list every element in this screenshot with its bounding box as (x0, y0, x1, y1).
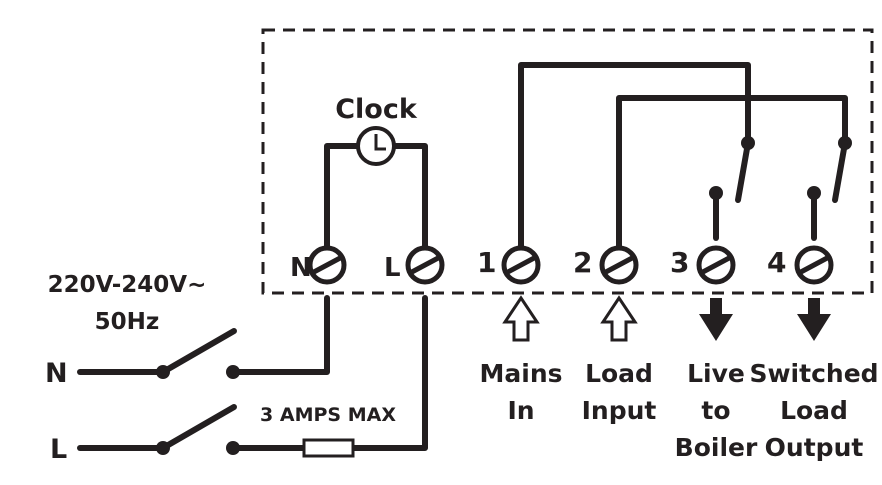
svg-text:to: to (701, 396, 730, 425)
screw-terminal-icon (405, 245, 445, 285)
svg-text:Boiler: Boiler (675, 433, 758, 462)
relay-1-switch (709, 136, 755, 241)
terminal-2-label: 2 (573, 246, 592, 279)
svg-text:Output: Output (765, 433, 864, 462)
arrow-down-icon (699, 298, 733, 341)
terminal-1: 1 (477, 245, 541, 285)
svg-text:Mains: Mains (480, 359, 563, 388)
supply-voltage: 220V-240V~ (48, 272, 207, 298)
terminal-4-label: 4 (767, 246, 786, 279)
terminal-L-label: L (384, 253, 401, 283)
terminal-3: 3 (670, 245, 736, 285)
clock-icon (356, 126, 396, 166)
terminal-2-function: Load Input (582, 359, 657, 425)
fuse-rating-label: 3 AMPS MAX (260, 404, 396, 426)
screw-terminal-icon (696, 245, 736, 285)
terminal-1-label: 1 (477, 246, 496, 279)
terminal-N: N (290, 245, 347, 285)
terminal-1-function: Mains In (480, 359, 563, 425)
svg-text:Live: Live (687, 359, 745, 388)
terminal-N-label: N (290, 253, 312, 283)
relay-2-switch (807, 136, 852, 241)
wire-live-to-terminal-L (230, 295, 428, 451)
svg-text:Switched: Switched (749, 359, 878, 388)
wire-neutral-to-terminal-N (230, 295, 330, 375)
isolator-switch-neutral (77, 328, 240, 379)
fuse-icon (302, 438, 355, 458)
unit-enclosure (261, 28, 874, 295)
svg-text:Load: Load (585, 359, 653, 388)
screw-terminal-icon (307, 245, 347, 285)
supply-neutral-label: N (45, 358, 68, 389)
terminal-4: 4 (767, 245, 834, 285)
supply-live-label: L (50, 434, 67, 465)
clock-wire (324, 143, 428, 251)
arrow-down-icon (797, 298, 831, 341)
wire-terminal-2-to-relay-2 (616, 95, 848, 251)
screw-terminal-icon (501, 245, 541, 285)
terminal-3-function: Live to Boiler (675, 359, 758, 462)
wire-terminal-1-to-relay-1 (518, 62, 751, 251)
supply-frequency: 50Hz (95, 309, 160, 335)
terminal-L: L (384, 245, 445, 285)
terminal-4-function: Switched Load Output (749, 359, 878, 462)
screw-terminal-icon (794, 245, 834, 285)
svg-text:Load: Load (780, 396, 848, 425)
svg-text:In: In (507, 396, 534, 425)
clock-label: Clock (335, 94, 418, 125)
arrow-up-icon (600, 295, 638, 342)
terminal-2: 2 (573, 245, 639, 285)
isolator-switch-live (77, 404, 240, 455)
terminal-3-label: 3 (670, 246, 689, 279)
svg-text:Input: Input (582, 396, 657, 425)
arrow-up-icon (502, 295, 540, 342)
screw-terminal-icon (599, 245, 639, 285)
